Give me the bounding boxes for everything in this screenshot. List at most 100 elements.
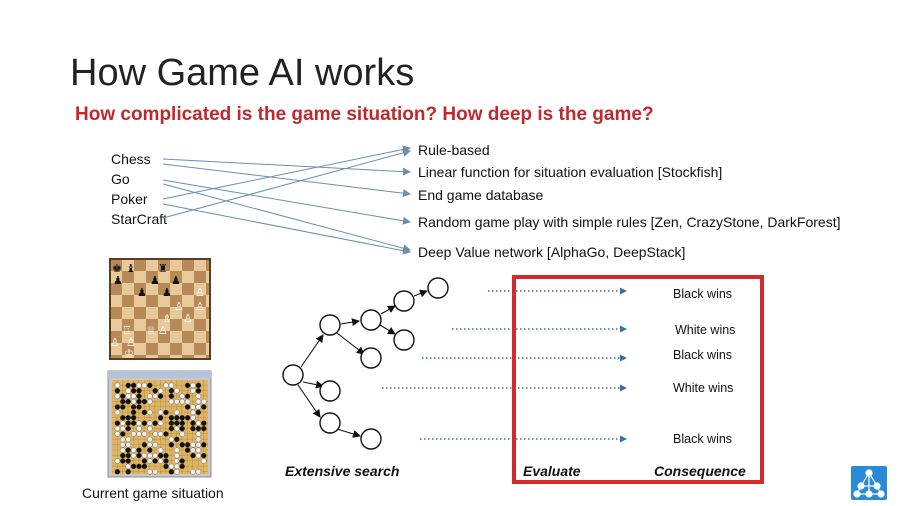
svg-text:♙: ♙ [195, 286, 205, 299]
go-stone [130, 393, 137, 399]
svg-text:♟: ♟ [150, 274, 160, 287]
go-stone [195, 382, 202, 389]
go-stone [195, 442, 202, 448]
go-stone [184, 447, 191, 453]
tree-node [282, 364, 304, 386]
go-stone [174, 452, 180, 459]
svg-text:♕: ♕ [146, 324, 156, 337]
go-stone [152, 452, 158, 459]
go-stone [174, 447, 180, 453]
go-stone [195, 431, 202, 437]
go-stone [114, 404, 121, 410]
go-stone [179, 463, 185, 470]
go-stone [120, 393, 126, 399]
method-random-play: Random game play with simple rules [Zen,… [418, 214, 841, 230]
go-stone [130, 404, 137, 410]
game-label-go: Go [111, 171, 130, 187]
go-stone [157, 431, 164, 437]
method-rule-based: Rule-based [418, 142, 490, 158]
go-stone [168, 436, 175, 443]
go-stone [174, 469, 180, 475]
current-situation-caption: Current game situation [82, 485, 224, 501]
svg-text:♜: ♜ [158, 262, 168, 275]
go-stone [157, 388, 164, 394]
go-stone [157, 458, 164, 464]
go-stone [190, 388, 196, 394]
outcome-label: Black wins [673, 287, 733, 301]
go-stone [201, 442, 207, 448]
go-stone [130, 388, 137, 394]
go-stone [114, 458, 121, 464]
svg-text:♙: ♙ [158, 324, 168, 337]
go-stone [125, 398, 131, 405]
go-stone [120, 436, 126, 443]
go-stone [179, 420, 185, 426]
svg-text:♙: ♙ [174, 300, 184, 313]
connector-go-deep [162, 183, 411, 253]
go-stone [174, 436, 180, 443]
go-stone [152, 442, 158, 448]
go-stone [130, 415, 137, 421]
go-stone [147, 436, 153, 443]
go-stone [168, 463, 175, 470]
tree-node [360, 347, 382, 369]
go-stone [125, 388, 131, 394]
go-stone [195, 409, 202, 416]
go-stone [147, 420, 153, 426]
go-stone [125, 415, 131, 421]
go-stone [201, 398, 207, 405]
go-stone [201, 420, 207, 426]
go-stone [125, 442, 131, 448]
go-stone [125, 469, 131, 475]
go-stone [147, 393, 153, 399]
go-stone [184, 415, 191, 421]
go-stone [201, 458, 207, 464]
svg-text:♟: ♟ [113, 274, 123, 287]
go-stone [114, 393, 121, 399]
go-stone [120, 398, 126, 405]
go-stone [147, 458, 153, 464]
game-label-starcraft: StarCraft [111, 211, 168, 227]
go-stone [114, 469, 121, 475]
go-stone [141, 458, 148, 464]
go-stone [168, 420, 175, 426]
svg-text:♙: ♙ [195, 300, 205, 313]
go-stone [195, 398, 202, 405]
go-stone [120, 415, 126, 421]
go-stone [136, 420, 142, 426]
go-stone [157, 393, 164, 399]
go-stone [136, 382, 142, 389]
go-stone [163, 431, 169, 437]
go-stone [190, 409, 196, 416]
go-stone [152, 469, 158, 475]
evaluation-highlight-box [512, 275, 764, 484]
go-stone [174, 415, 180, 421]
go-stone [130, 431, 137, 437]
go-stone [190, 447, 196, 453]
go-stone [136, 404, 142, 410]
game-label-chess: Chess [111, 151, 151, 167]
search-caption: Extensive search [285, 463, 400, 479]
go-stone [147, 447, 153, 453]
game-label-poker: Poker [111, 191, 148, 207]
go-stone [120, 404, 126, 410]
go-stone [125, 425, 131, 432]
go-stone [136, 398, 142, 405]
go-stone [114, 409, 121, 416]
go-stone [120, 452, 126, 459]
go-stone [125, 393, 131, 399]
go-stone [136, 452, 142, 459]
svg-text:♚: ♚ [112, 262, 122, 275]
go-stone [114, 431, 121, 437]
go-stone [136, 388, 142, 394]
go-stone [141, 452, 148, 459]
go-stone [163, 458, 169, 464]
go-stone [179, 415, 185, 421]
go-stone [163, 382, 169, 389]
go-stone [195, 420, 202, 426]
svg-text:♙: ♙ [110, 336, 120, 349]
go-stone [184, 382, 191, 389]
go-stone [141, 431, 148, 437]
go-stone [141, 463, 148, 470]
go-stone [114, 382, 121, 389]
